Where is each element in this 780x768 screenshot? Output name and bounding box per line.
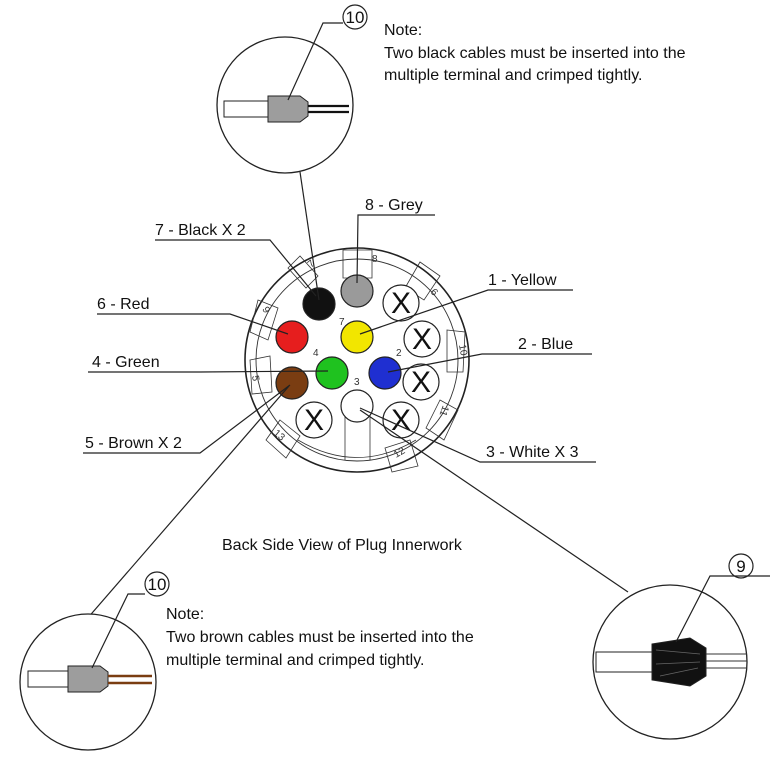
pin-number-labels: 7 8 6 10 11 12 13 5 9 7 2 4 3 bbox=[249, 254, 469, 461]
note-top-title: Note: bbox=[384, 22, 422, 39]
wire-labels: 7 - Black X 2 8 - Grey 1 - Yellow 6 - Re… bbox=[83, 197, 596, 463]
detail-brown-crimp bbox=[19, 613, 157, 751]
callout-9-label: 9 bbox=[736, 557, 745, 576]
note-top-line1: Two black cables must be inserted into t… bbox=[384, 45, 686, 62]
note-bottom-line2: multiple terminal and crimped tightly. bbox=[166, 652, 424, 669]
pin-label-4: 4 bbox=[313, 348, 319, 359]
pin-label-3: 3 bbox=[354, 377, 360, 388]
callout-10-bottom: 10 bbox=[91, 571, 170, 669]
detail-insulated-ferrule bbox=[592, 584, 748, 740]
pin-label-7-outer: 7 bbox=[306, 258, 318, 270]
label-green: 4 - Green bbox=[92, 354, 160, 371]
terminal-yellow bbox=[340, 320, 374, 354]
unused-terminal-6: X bbox=[382, 284, 420, 322]
label-red: 6 - Red bbox=[97, 296, 149, 313]
pin-label-5-outer: 5 bbox=[249, 375, 261, 383]
pin-label-9: 9 bbox=[259, 305, 272, 316]
terminal-blue bbox=[368, 356, 402, 390]
label-white: 3 - White X 3 bbox=[486, 444, 579, 461]
callout-10-top: 10 bbox=[287, 4, 368, 101]
wire-terminals bbox=[275, 274, 402, 423]
terminal-white bbox=[340, 389, 374, 423]
terminal-red bbox=[275, 320, 309, 354]
label-brown: 5 - Brown X 2 bbox=[85, 435, 182, 452]
label-black: 7 - Black X 2 bbox=[155, 222, 246, 239]
note-bottom-line1: Two brown cables must be inserted into t… bbox=[166, 629, 474, 646]
pin-label-8: 8 bbox=[372, 254, 378, 265]
pin-label-12: 12 bbox=[392, 445, 408, 460]
pin-label-6-outer: 6 bbox=[428, 287, 440, 299]
pin-label-7: 7 bbox=[339, 317, 345, 328]
note-bottom-title: Note: bbox=[166, 606, 204, 623]
terminal-green bbox=[315, 356, 349, 390]
note-top-line2: multiple terminal and crimped tightly. bbox=[384, 67, 642, 84]
terminal-black bbox=[302, 287, 336, 321]
label-yellow: 1 - Yellow bbox=[488, 272, 557, 289]
label-blue: 2 - Blue bbox=[518, 336, 573, 353]
callout-10-top-label: 10 bbox=[346, 8, 365, 27]
unused-terminals: X X X X X bbox=[295, 284, 441, 439]
label-grey: 8 - Grey bbox=[365, 197, 423, 214]
pin-label-11: 11 bbox=[436, 404, 450, 418]
unused-terminal-11: X bbox=[402, 363, 440, 401]
svg-text:X: X bbox=[391, 404, 411, 437]
unused-terminal-13: X bbox=[295, 401, 333, 439]
callout-10-bottom-label: 10 bbox=[148, 575, 167, 594]
svg-text:X: X bbox=[391, 287, 411, 320]
diagram-caption: Back Side View of Plug Innerwork bbox=[222, 537, 463, 554]
svg-text:X: X bbox=[304, 404, 324, 437]
note-top: Note: Two black cables must be inserted … bbox=[384, 22, 686, 84]
unused-terminal-10: X bbox=[403, 320, 441, 358]
pin-label-10: 10 bbox=[456, 344, 469, 357]
callout-9: 9 bbox=[675, 553, 770, 643]
detail-leaders bbox=[85, 171, 629, 621]
svg-text:X: X bbox=[412, 323, 432, 356]
note-bottom: Note: Two brown cables must be inserted … bbox=[166, 606, 474, 669]
svg-text:X: X bbox=[411, 366, 431, 399]
detail-black-crimp bbox=[216, 36, 354, 174]
pin-label-2: 2 bbox=[396, 348, 402, 359]
